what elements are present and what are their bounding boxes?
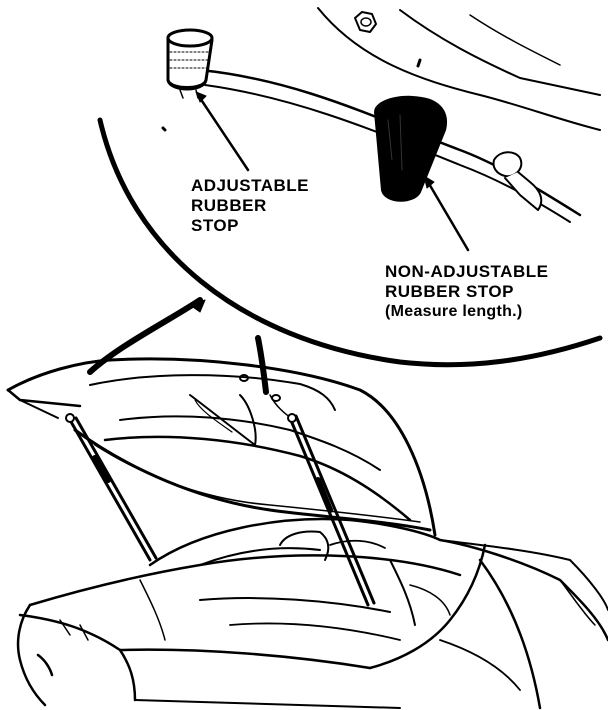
label-line: RUBBER (191, 196, 267, 215)
label-line: NON-ADJUSTABLE (385, 262, 549, 281)
bolt-icon (492, 151, 543, 211)
adjustable-rubber-stop-icon (166, 28, 214, 99)
car-roof-line (148, 517, 608, 642)
detail-magnifier (87, 7, 603, 395)
non-adjustable-rubber-stop-label: NON-ADJUSTABLE RUBBER STOP (Measure leng… (385, 262, 548, 322)
detail-circle-outline (97, 117, 603, 368)
label-line: ADJUSTABLE (191, 176, 310, 195)
label-line: RUBBER STOP (385, 282, 514, 301)
bolt-icon (354, 11, 377, 33)
gas-strut-left (65, 413, 158, 562)
leader-arrow-adjustable (195, 91, 250, 172)
magnifier-connector-left (87, 297, 203, 375)
car-illustration (6, 357, 608, 710)
tailgate-outline (6, 357, 437, 537)
label-line: STOP (191, 216, 239, 235)
leader-arrow-non-adjustable (423, 175, 470, 252)
gas-strut-right (287, 413, 376, 607)
non-adjustable-rubber-stop-icon (374, 95, 448, 202)
adjustable-rubber-stop-label: ADJUSTABLE RUBBER STOP (191, 176, 309, 236)
label-line: (Measure length.) (385, 303, 523, 320)
magnifier-connector-right (255, 335, 269, 395)
